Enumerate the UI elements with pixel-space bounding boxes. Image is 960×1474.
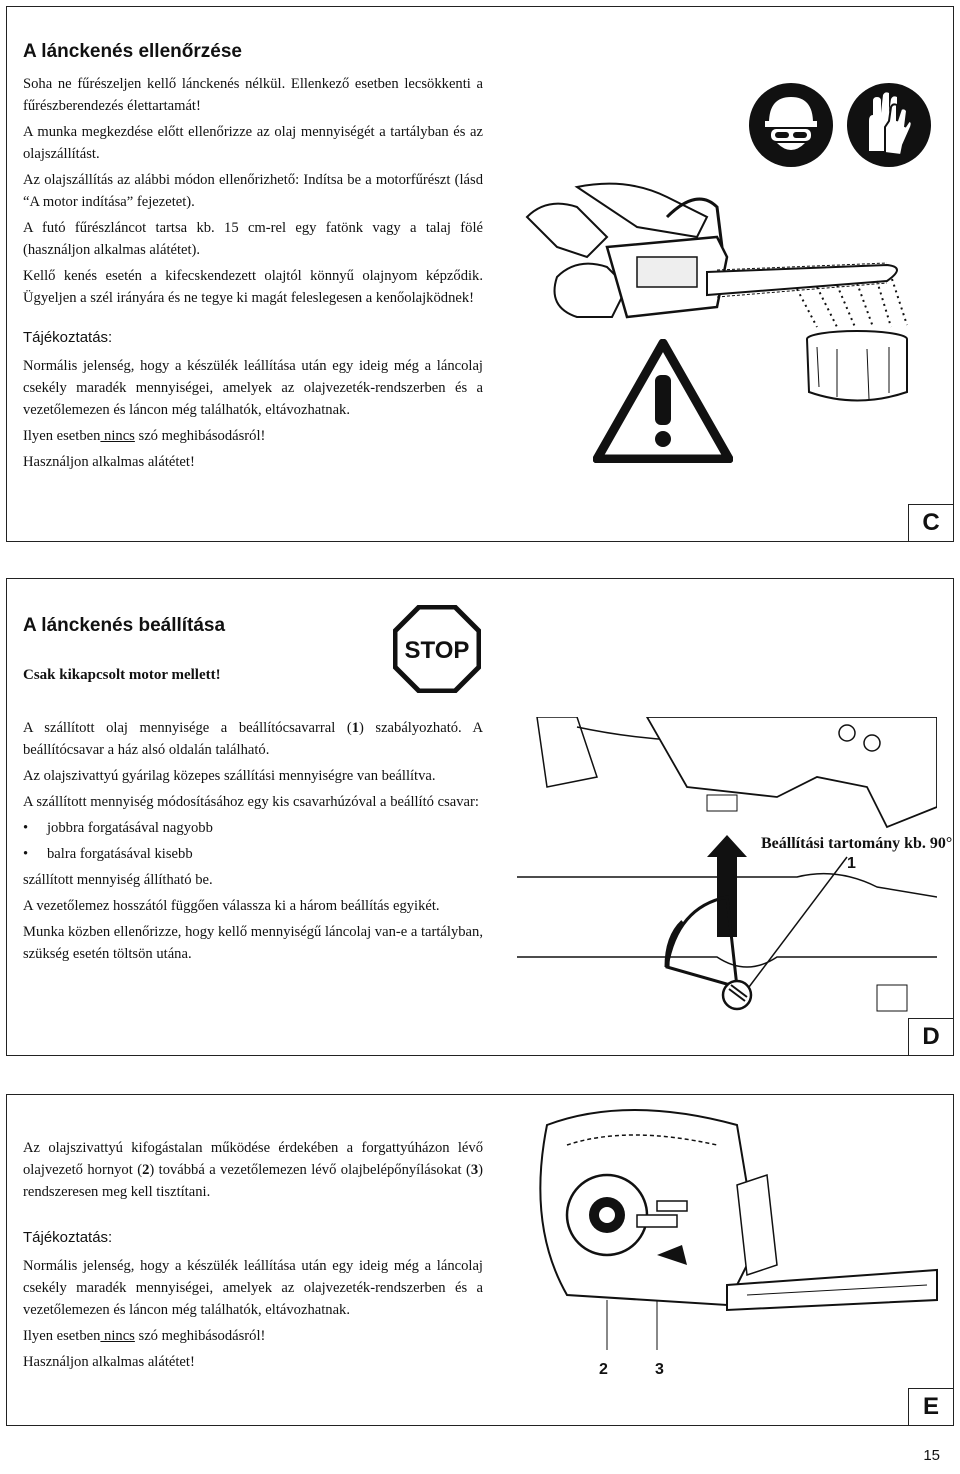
callout-2: 2 bbox=[599, 1361, 608, 1378]
section-d-warning: Csak kikapcsolt motor mellett! bbox=[23, 667, 221, 683]
section-d-para4: szállított mennyiség állítható be. bbox=[23, 872, 213, 888]
section-d-para1: A szállított olaj mennyisége a beállítóc… bbox=[23, 720, 483, 758]
section-c-para4: A futó fűrészláncot tartsa kb. 15 cm-rel… bbox=[23, 220, 483, 258]
oil-groove-cleaning-illustration bbox=[539, 1109, 938, 1350]
section-c-para2: A munka megkezdése előtt ellenőrizze az … bbox=[23, 124, 483, 162]
section-c-text: A lánckenés ellenőrzése Soha ne fűrészel… bbox=[23, 41, 483, 477]
section-e-note-title: Tájékoztatás: bbox=[23, 1229, 113, 1246]
section-d-panel: A lánckenés beállítása STOP Csak kikapcs… bbox=[6, 578, 954, 1056]
page-number: 15 bbox=[923, 1447, 940, 1464]
section-c-para5: Kellő kenés esetén a kifecskendezett ola… bbox=[23, 268, 483, 306]
section-e-letter: E bbox=[908, 1388, 953, 1425]
callout-3: 3 bbox=[655, 1361, 664, 1378]
helmet-goggles-icon bbox=[749, 83, 833, 167]
adjust-range-label: Beállítási tartomány kb. 90° bbox=[761, 835, 953, 852]
bullet-item: •balra forgatásával kisebb bbox=[23, 846, 193, 862]
section-c-note-final: Használjon alkalmas alátétet! bbox=[23, 454, 195, 470]
section-c-panel: A lánckenés ellenőrzése Soha ne fűrészel… bbox=[6, 6, 954, 542]
section-d-para6: Munka közben ellenőrizze, hogy kellő men… bbox=[23, 924, 483, 962]
section-e-note-final: Használjon alkalmas alátétet! bbox=[23, 1354, 195, 1370]
section-c-para1: Soha ne fűrészeljen kellő lánckenés nélk… bbox=[23, 76, 483, 114]
warning-triangle-icon bbox=[593, 339, 733, 463]
section-e-panel: Az olajszivattyú kifogástalan működése é… bbox=[6, 1094, 954, 1426]
section-d-para2: Az olajszivattyú gyárilag közepes szállí… bbox=[23, 768, 436, 784]
callout-1: 1 bbox=[847, 855, 856, 872]
chainsaw-oil-test-illustration bbox=[525, 182, 908, 402]
section-e-para1: Az olajszivattyú kifogástalan működése é… bbox=[23, 1140, 483, 1200]
section-d-title: A lánckenés beállítása bbox=[23, 615, 226, 636]
section-e-note-text: Normális jelenség, hogy a készülék leáll… bbox=[23, 1258, 483, 1318]
section-c-letter: C bbox=[908, 504, 953, 541]
section-e-text: Az olajszivattyú kifogástalan működése é… bbox=[23, 1137, 483, 1377]
section-d-para5: A vezetőlemez hosszától függően válassza… bbox=[23, 898, 440, 914]
section-d-letter: D bbox=[908, 1018, 953, 1055]
section-c-note-title: Tájékoztatás: bbox=[23, 329, 113, 346]
gloves-icon bbox=[847, 83, 931, 167]
bullet-item: •jobbra forgatásával nagyobb bbox=[23, 820, 213, 836]
section-e-note-line: Ilyen esetben nincs szó meghibásodásról! bbox=[23, 1328, 266, 1344]
stop-sign-label: STOP bbox=[405, 637, 470, 664]
oil-adjust-screw-illustration bbox=[517, 717, 937, 1012]
section-c-para3: Az olajszállítás az alábbi módon ellenőr… bbox=[23, 172, 483, 210]
section-c-note-line: Ilyen esetben nincs szó meghibásodásról! bbox=[23, 428, 266, 444]
section-c-note-text: Normális jelenség, hogy a készülék leáll… bbox=[23, 358, 483, 418]
stop-sign-icon: STOP bbox=[393, 605, 481, 693]
section-d-para3: A szállított mennyiség módosításához egy… bbox=[23, 794, 479, 810]
section-c-title: A lánckenés ellenőrzése bbox=[23, 41, 242, 62]
section-d-text: A szállított olaj mennyisége a beállítóc… bbox=[23, 717, 483, 969]
